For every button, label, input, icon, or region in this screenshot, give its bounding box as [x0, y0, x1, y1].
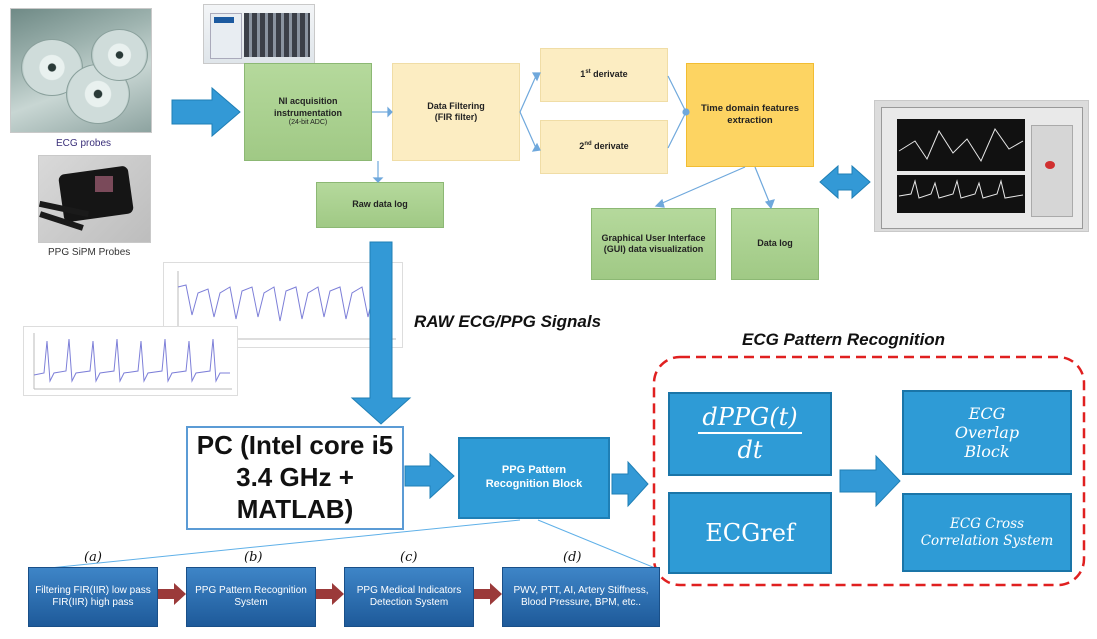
overlap-label: ECG Overlap Block — [954, 403, 1020, 462]
ppg-to-ecg-arrow-icon — [611, 460, 649, 508]
second-derivate-label: 2nd derivate — [579, 141, 629, 152]
first-derivate-label: 1st derivate — [580, 69, 628, 80]
pc-block-label: PC (Intel core i5 3.4 GHz + MATLAB) — [196, 430, 394, 524]
ecg-probes-photo — [10, 8, 152, 133]
input-arrow-icon — [171, 86, 241, 138]
ecg-section-title: ECG Pattern Recognition — [742, 330, 946, 349]
ppg-block-label: PPG Pattern Recognition Block — [485, 464, 583, 490]
dppg-derivative-block: dPPG(t) dt — [668, 392, 832, 476]
ni-acquisition-block: NI acquisition instrumentation (24-bit A… — [244, 63, 372, 161]
pipeline-tag-b: (b) — [244, 550, 263, 565]
filter-block-subtitle: (FIR filter) — [434, 112, 478, 122]
gui-screen-photo — [874, 100, 1089, 232]
ni-block-subtitle: (24-bit ADC) — [288, 118, 328, 126]
ppg-pattern-block: PPG Pattern Recognition Block — [458, 437, 610, 519]
pipeline-filtering-block: Filtering FIR(IIR) low pass FIR(IIR) hig… — [28, 567, 158, 627]
ppg-probes-caption: PPG SiPM Probes — [48, 247, 131, 258]
xcorr-label: ECG Cross Correlation System — [920, 516, 1054, 549]
data-log-label: Data log — [757, 238, 793, 249]
gui-block-label: Graphical User Interface (GUI) data visu… — [601, 232, 706, 254]
pipeline-indicators-label: PPG Medical Indicators Detection System — [356, 585, 462, 608]
ecg-overlap-block: ECG Overlap Block — [902, 390, 1072, 475]
derivative-denominator: dt — [737, 436, 763, 464]
ecg-cross-correlation-block: ECG Cross Correlation System — [902, 493, 1072, 572]
ecg-ref-block: ECGref — [668, 492, 832, 574]
pipeline-filtering-label: Filtering FIR(IIR) low pass FIR(IIR) hig… — [35, 585, 151, 608]
derivative-numerator: dPPG(t) — [698, 403, 802, 434]
ni-block-title: NI acquisition instrumentation — [273, 96, 342, 118]
pipeline-outputs-label: PWV, PTT, AI, Artery Stiffness, Blood Pr… — [513, 585, 649, 608]
ecg-signal-thumbnail — [23, 326, 238, 396]
first-derivate-block: 1st derivate — [540, 48, 668, 102]
pipeline-tag-a: (a) — [84, 550, 102, 565]
pipeline-tag-d: (d) — [563, 550, 582, 565]
bidirectional-arrow-icon — [819, 164, 871, 200]
ecg-inner-arrow-icon — [839, 454, 901, 508]
raw-data-log-block: Raw data log — [316, 182, 444, 228]
features-block-label: Time domain features extraction — [700, 103, 800, 126]
gui-block: Graphical User Interface (GUI) data visu… — [591, 208, 716, 280]
pipeline-tag-c: (c) — [400, 550, 418, 565]
ppg-probes-photo — [38, 155, 151, 243]
second-derivate-block: 2nd derivate — [540, 120, 668, 174]
pipeline-indicators-block: PPG Medical Indicators Detection System — [344, 567, 474, 627]
raw-log-label: Raw data log — [352, 199, 408, 210]
pc-block: PC (Intel core i5 3.4 GHz + MATLAB) — [186, 426, 404, 530]
pipeline-pattern-label: PPG Pattern Recognition System — [195, 585, 307, 608]
pipeline-outputs-block: PWV, PTT, AI, Artery Stiffness, Blood Pr… — [502, 567, 660, 627]
ecg-ref-label: ECGref — [705, 518, 795, 547]
pipeline-pattern-block: PPG Pattern Recognition System — [186, 567, 316, 627]
pc-to-ppg-arrow-icon — [404, 452, 455, 500]
ecg-probes-caption: ECG probes — [56, 138, 112, 149]
data-log-block: Data log — [731, 208, 819, 280]
ni-instrument-photo — [203, 4, 315, 64]
filter-block-title: Data Filtering — [427, 100, 485, 111]
filtering-block: Data Filtering (FIR filter) — [392, 63, 520, 161]
signals-label: RAW ECG/PPG Signals — [414, 312, 602, 331]
features-extraction-block: Time domain features extraction — [686, 63, 814, 167]
